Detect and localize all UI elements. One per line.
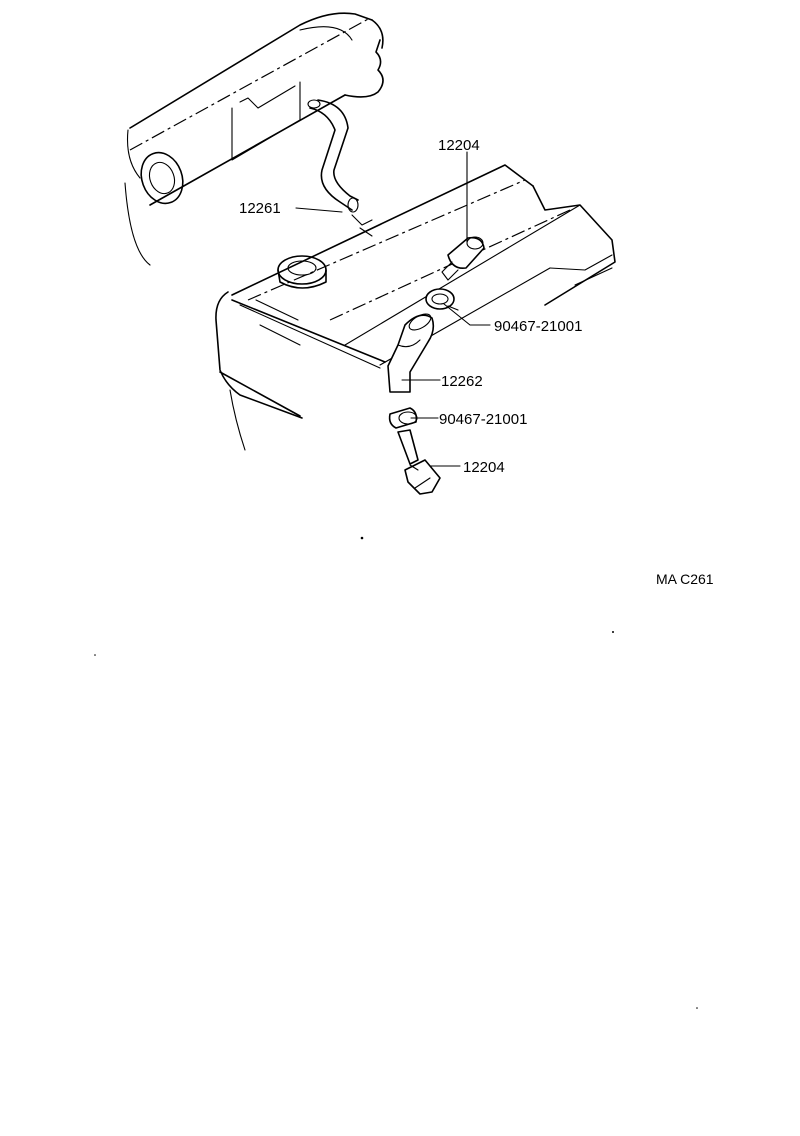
label-12262: 12262 [441, 373, 483, 390]
pcv-valve-bottom [397, 429, 441, 495]
label-12204-bottom: 12204 [463, 459, 505, 476]
label-12204-top: 12204 [438, 137, 480, 154]
cylinder-head-cover [215, 164, 616, 451]
figure-code: MA C261 [656, 571, 714, 587]
pcv-hose-lower [387, 313, 435, 393]
clamp-upper [425, 288, 459, 311]
clamp-lower [388, 407, 418, 429]
label-90467-21001-upper: 90467-21001 [494, 318, 582, 335]
label-90467-21001-lower: 90467-21001 [439, 411, 527, 428]
stray-dots [94, 536, 698, 1009]
label-12261: 12261 [239, 200, 281, 217]
pcv-valve-top [441, 236, 485, 281]
leader-lines [295, 151, 491, 467]
pcv-hose-upper [307, 99, 373, 237]
air-intake-duct [124, 12, 384, 266]
